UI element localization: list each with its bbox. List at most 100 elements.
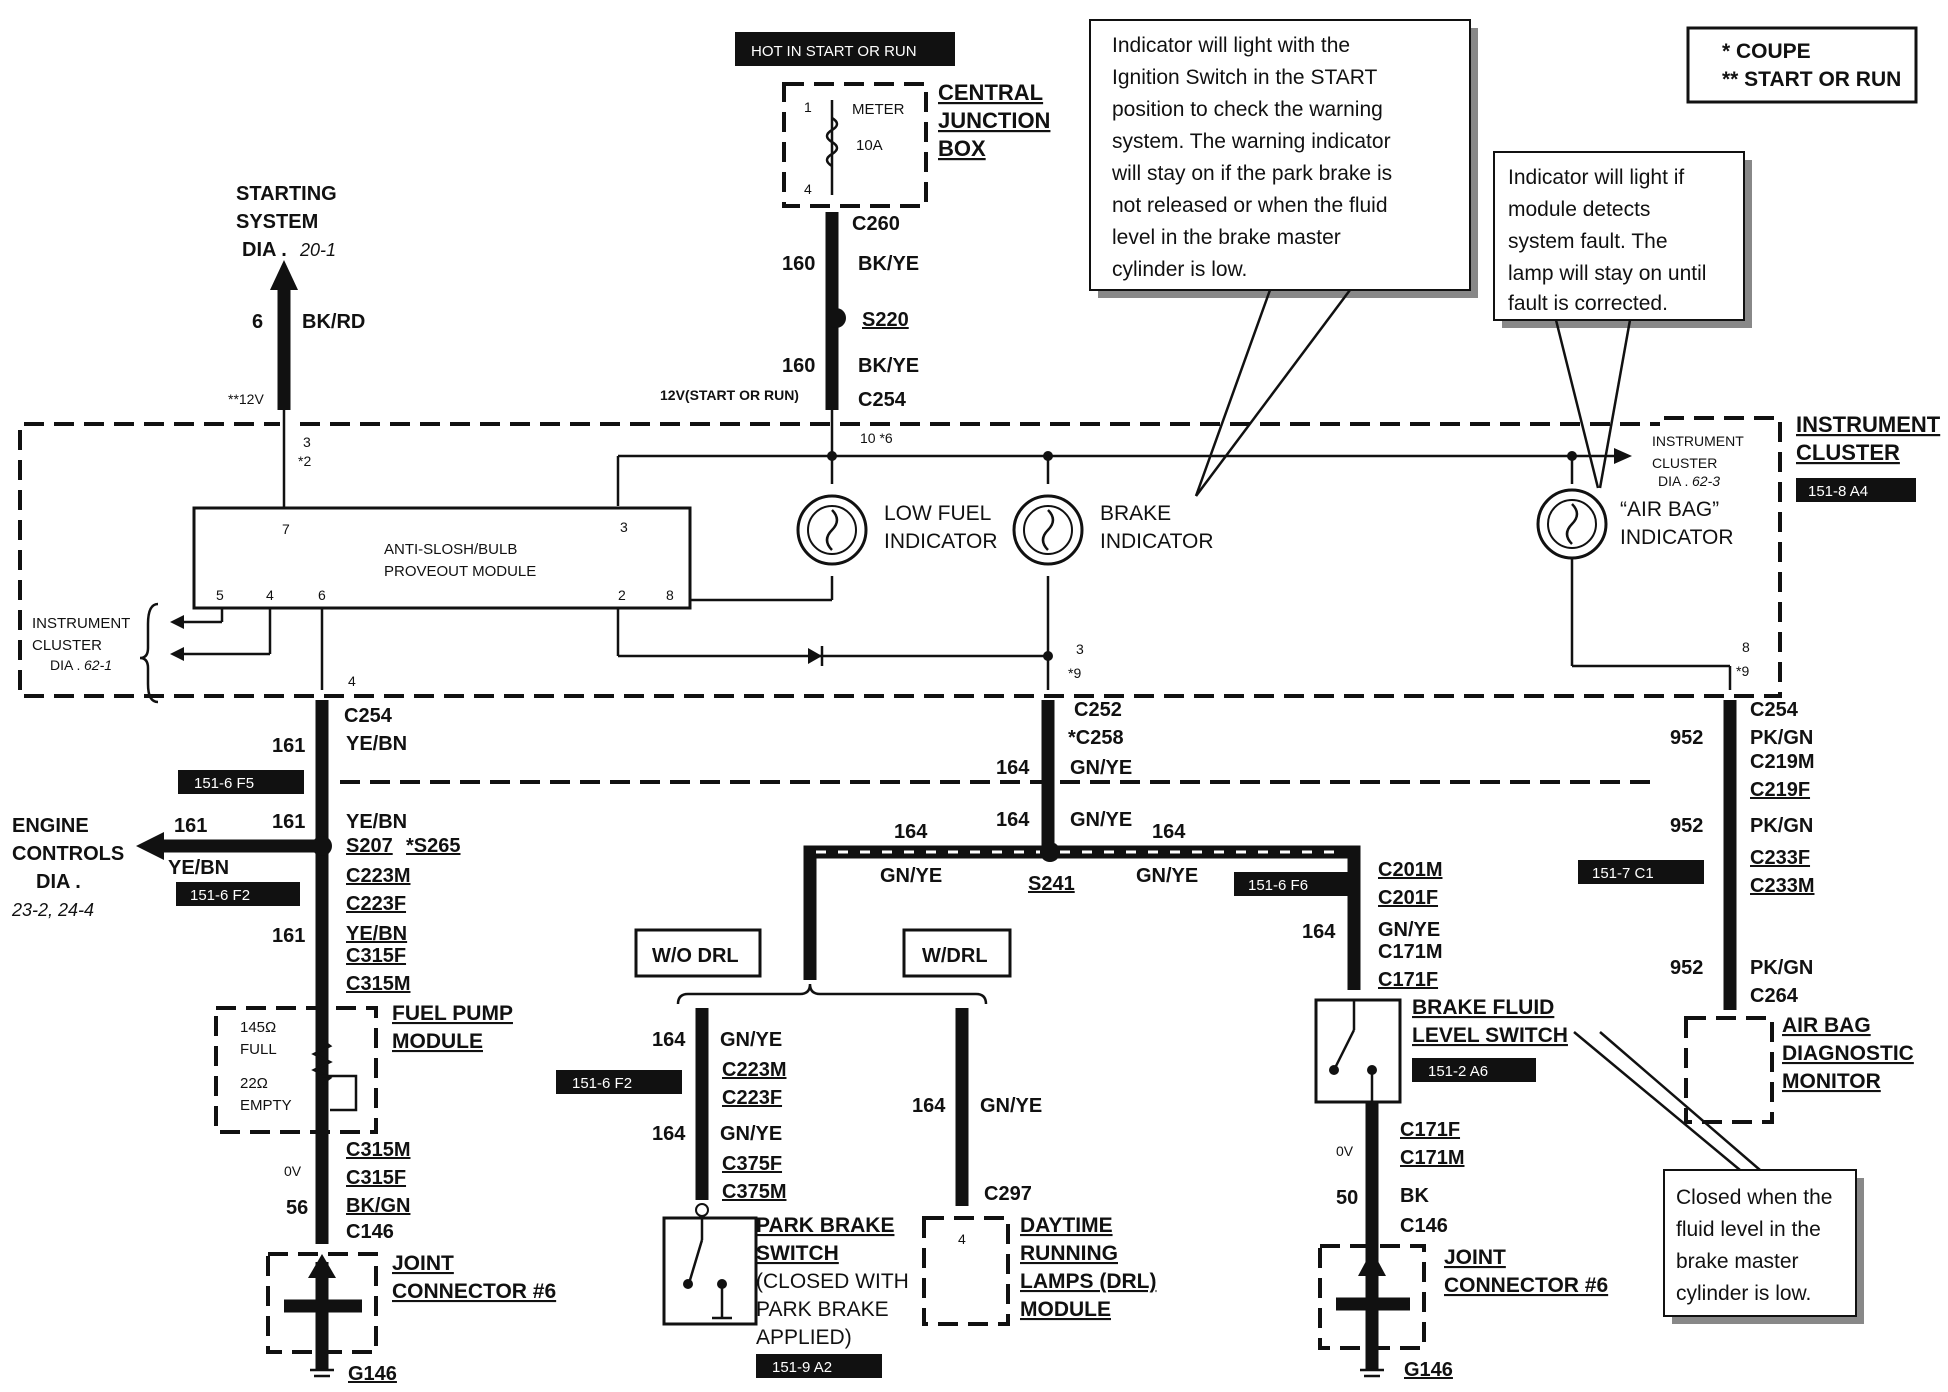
center-c252: C252 (1074, 699, 1122, 721)
right-pin: 8 (1742, 639, 1750, 655)
wo-drl-label: W/O DRL (652, 945, 739, 967)
ic-title-2: CLUSTER (1796, 440, 1900, 465)
airbag-branch: C254 952 PK/GN C219M C219F 952 PK/GN C23… (1578, 699, 1914, 1124)
starting-dia-ref: 20-1 (299, 240, 336, 260)
fuel-title-2: MODULE (392, 1030, 483, 1053)
rb-w952-b: 952 (1670, 815, 1703, 837)
right-pin-alt: *9 (1736, 663, 1749, 679)
callout-brake-indicator: Indicator will light with the Ignition S… (1089, 19, 1478, 497)
anti-slosh-module: ANTI-SLOSH/BULB PROVEOUT MODULE 7 3 5 4 … (192, 506, 692, 610)
callout-brake-line-4: system. The warning indicator (1112, 130, 1391, 153)
ic-left-ref-1: INSTRUMENT (32, 615, 130, 632)
callout-airbag-line-3: system fault. The (1508, 230, 1668, 253)
brake-fluid-branch: 151-6 F6 C201M C201F 164 GN/YE C171M C17… (1234, 859, 1608, 1381)
center-gnye-a: GN/YE (1070, 757, 1132, 779)
ic-right-dia-ref: 62-3 (1692, 473, 1720, 489)
starting-voltage: **12V (228, 391, 264, 407)
left-w56: 56 (286, 1197, 308, 1219)
rc-joint-1: JOINT (1444, 1246, 1506, 1269)
callout-airbag-line-4: lamp will stay on until (1508, 262, 1706, 285)
bf-2: LEVEL SWITCH (1412, 1024, 1568, 1047)
brake-indicator: BRAKE INDICATOR (1012, 494, 1214, 566)
left-c315m-b: C315M (346, 1139, 410, 1161)
park-3: (CLOSED WITH (756, 1270, 909, 1293)
rc-c201f: C201F (1378, 887, 1438, 909)
drl-pin: 4 (958, 1231, 966, 1247)
module-line-1: ANTI-SLOSH/BULB (384, 541, 517, 558)
module-pin-5: 5 (216, 587, 224, 603)
ic-right-ref-1: INSTRUMENT (1652, 433, 1744, 449)
pb-c375m: C375M (722, 1181, 786, 1203)
callout-brake-line-3: position to check the warning (1112, 98, 1383, 121)
left-0v: 0V (284, 1163, 302, 1179)
engine-title-2: CONTROLS (12, 843, 124, 865)
rc-c171m: C171M (1378, 941, 1442, 963)
left-c315f-b: C315F (346, 1167, 406, 1189)
left-c146: C146 (346, 1221, 394, 1243)
rc-c171m-b: C171M (1400, 1147, 1464, 1169)
left-w161-a: 161 (272, 735, 305, 757)
abm-3: MONITOR (1782, 1070, 1881, 1093)
ic-right-ref-2: CLUSTER (1652, 455, 1717, 471)
rb-c233m: C233M (1750, 875, 1814, 897)
airbag-label-1: “AIR BAG” (1620, 498, 1719, 521)
cjb-pin-4: 4 (804, 181, 812, 197)
starting-title-1: STARTING (236, 183, 337, 205)
ic-left-dia: DIA . (50, 657, 80, 673)
airbag-label-2: INDICATOR (1620, 526, 1734, 549)
center-w164-b: 164 (996, 809, 1030, 831)
rc-tag: 151-6 F6 (1248, 877, 1308, 894)
legend-start-run: ** START OR RUN (1722, 68, 1901, 91)
cjb-title-1: CENTRAL (938, 80, 1043, 105)
engine-dia-ref: 23-2, 24-4 (11, 900, 94, 920)
c254-voltage: 12V(START OR RUN) (660, 387, 799, 403)
rb-w952-c: 952 (1670, 957, 1703, 979)
drl-2: RUNNING (1020, 1242, 1118, 1265)
splice-s265: *S265 (406, 835, 461, 857)
drl-1: DAYTIME (1020, 1214, 1113, 1237)
cjb-fuse: 10A (856, 137, 883, 154)
rb-c219f: C219F (1750, 779, 1810, 801)
wire-160-color-b: BK/YE (858, 355, 919, 377)
low-fuel-indicator: LOW FUEL INDICATOR (796, 494, 998, 566)
rb-w952-a: 952 (1670, 727, 1703, 749)
ic-tag: 151-8 A4 (1808, 483, 1868, 500)
pb-c223m: C223M (722, 1059, 786, 1081)
bf-1: BRAKE FLUID (1412, 996, 1554, 1019)
abm-2: DIAGNOSTIC (1782, 1042, 1914, 1065)
bf-tag: 151-2 A6 (1428, 1063, 1488, 1080)
callout-fluid-switch: Closed when the fluid level in the brake… (1573, 1031, 1864, 1324)
rb-pkgn-b: PK/GN (1750, 815, 1813, 837)
wire-160-num-b: 160 (782, 355, 815, 377)
rb-c254: C254 (1750, 699, 1799, 721)
ic-left-dia-ref: 62-1 (84, 657, 112, 673)
rc-c146: C146 (1400, 1215, 1448, 1237)
brake-label-1: BRAKE (1100, 502, 1171, 525)
park-2: SWITCH (756, 1242, 839, 1265)
rb-tag: 151-7 C1 (1592, 865, 1654, 882)
center-pin-alt: *9 (1068, 665, 1081, 681)
starting-system: STARTING SYSTEM DIA . 20-1 6 BK/RD **12V… (228, 183, 365, 469)
pb-gnye-a: GN/YE (720, 1029, 782, 1051)
center-w164-a: 164 (996, 757, 1030, 779)
instrument-cluster-boundary (18, 416, 1782, 698)
callout-fluid-3: brake master (1676, 1250, 1799, 1273)
drl-gnye: GN/YE (980, 1095, 1042, 1117)
rb-pkgn-c: PK/GN (1750, 957, 1813, 979)
engine-controls: ENGINE CONTROLS DIA . 23-2, 24-4 161 YE/… (11, 815, 322, 920)
callout-brake-line-6: not released or when the fluid (1112, 194, 1388, 217)
callout-fluid-4: cylinder is low. (1676, 1282, 1811, 1305)
ic-title-1: INSTRUMENT (1796, 412, 1941, 437)
left-joint-2: CONNECTOR #6 (392, 1280, 556, 1303)
module-pin-4: 4 (266, 587, 274, 603)
left-tag1: 151-6 F5 (194, 775, 254, 792)
callout-airbag-line-1: Indicator will light if (1508, 166, 1684, 189)
rb-c264: C264 (1750, 985, 1799, 1007)
rc-w50: 50 (1336, 1187, 1358, 1209)
left-c223m: C223M (346, 865, 410, 887)
wire-160-num-a: 160 (782, 253, 815, 275)
drl-4: MODULE (1020, 1298, 1111, 1321)
rc-c171f-b: C171F (1400, 1119, 1460, 1141)
